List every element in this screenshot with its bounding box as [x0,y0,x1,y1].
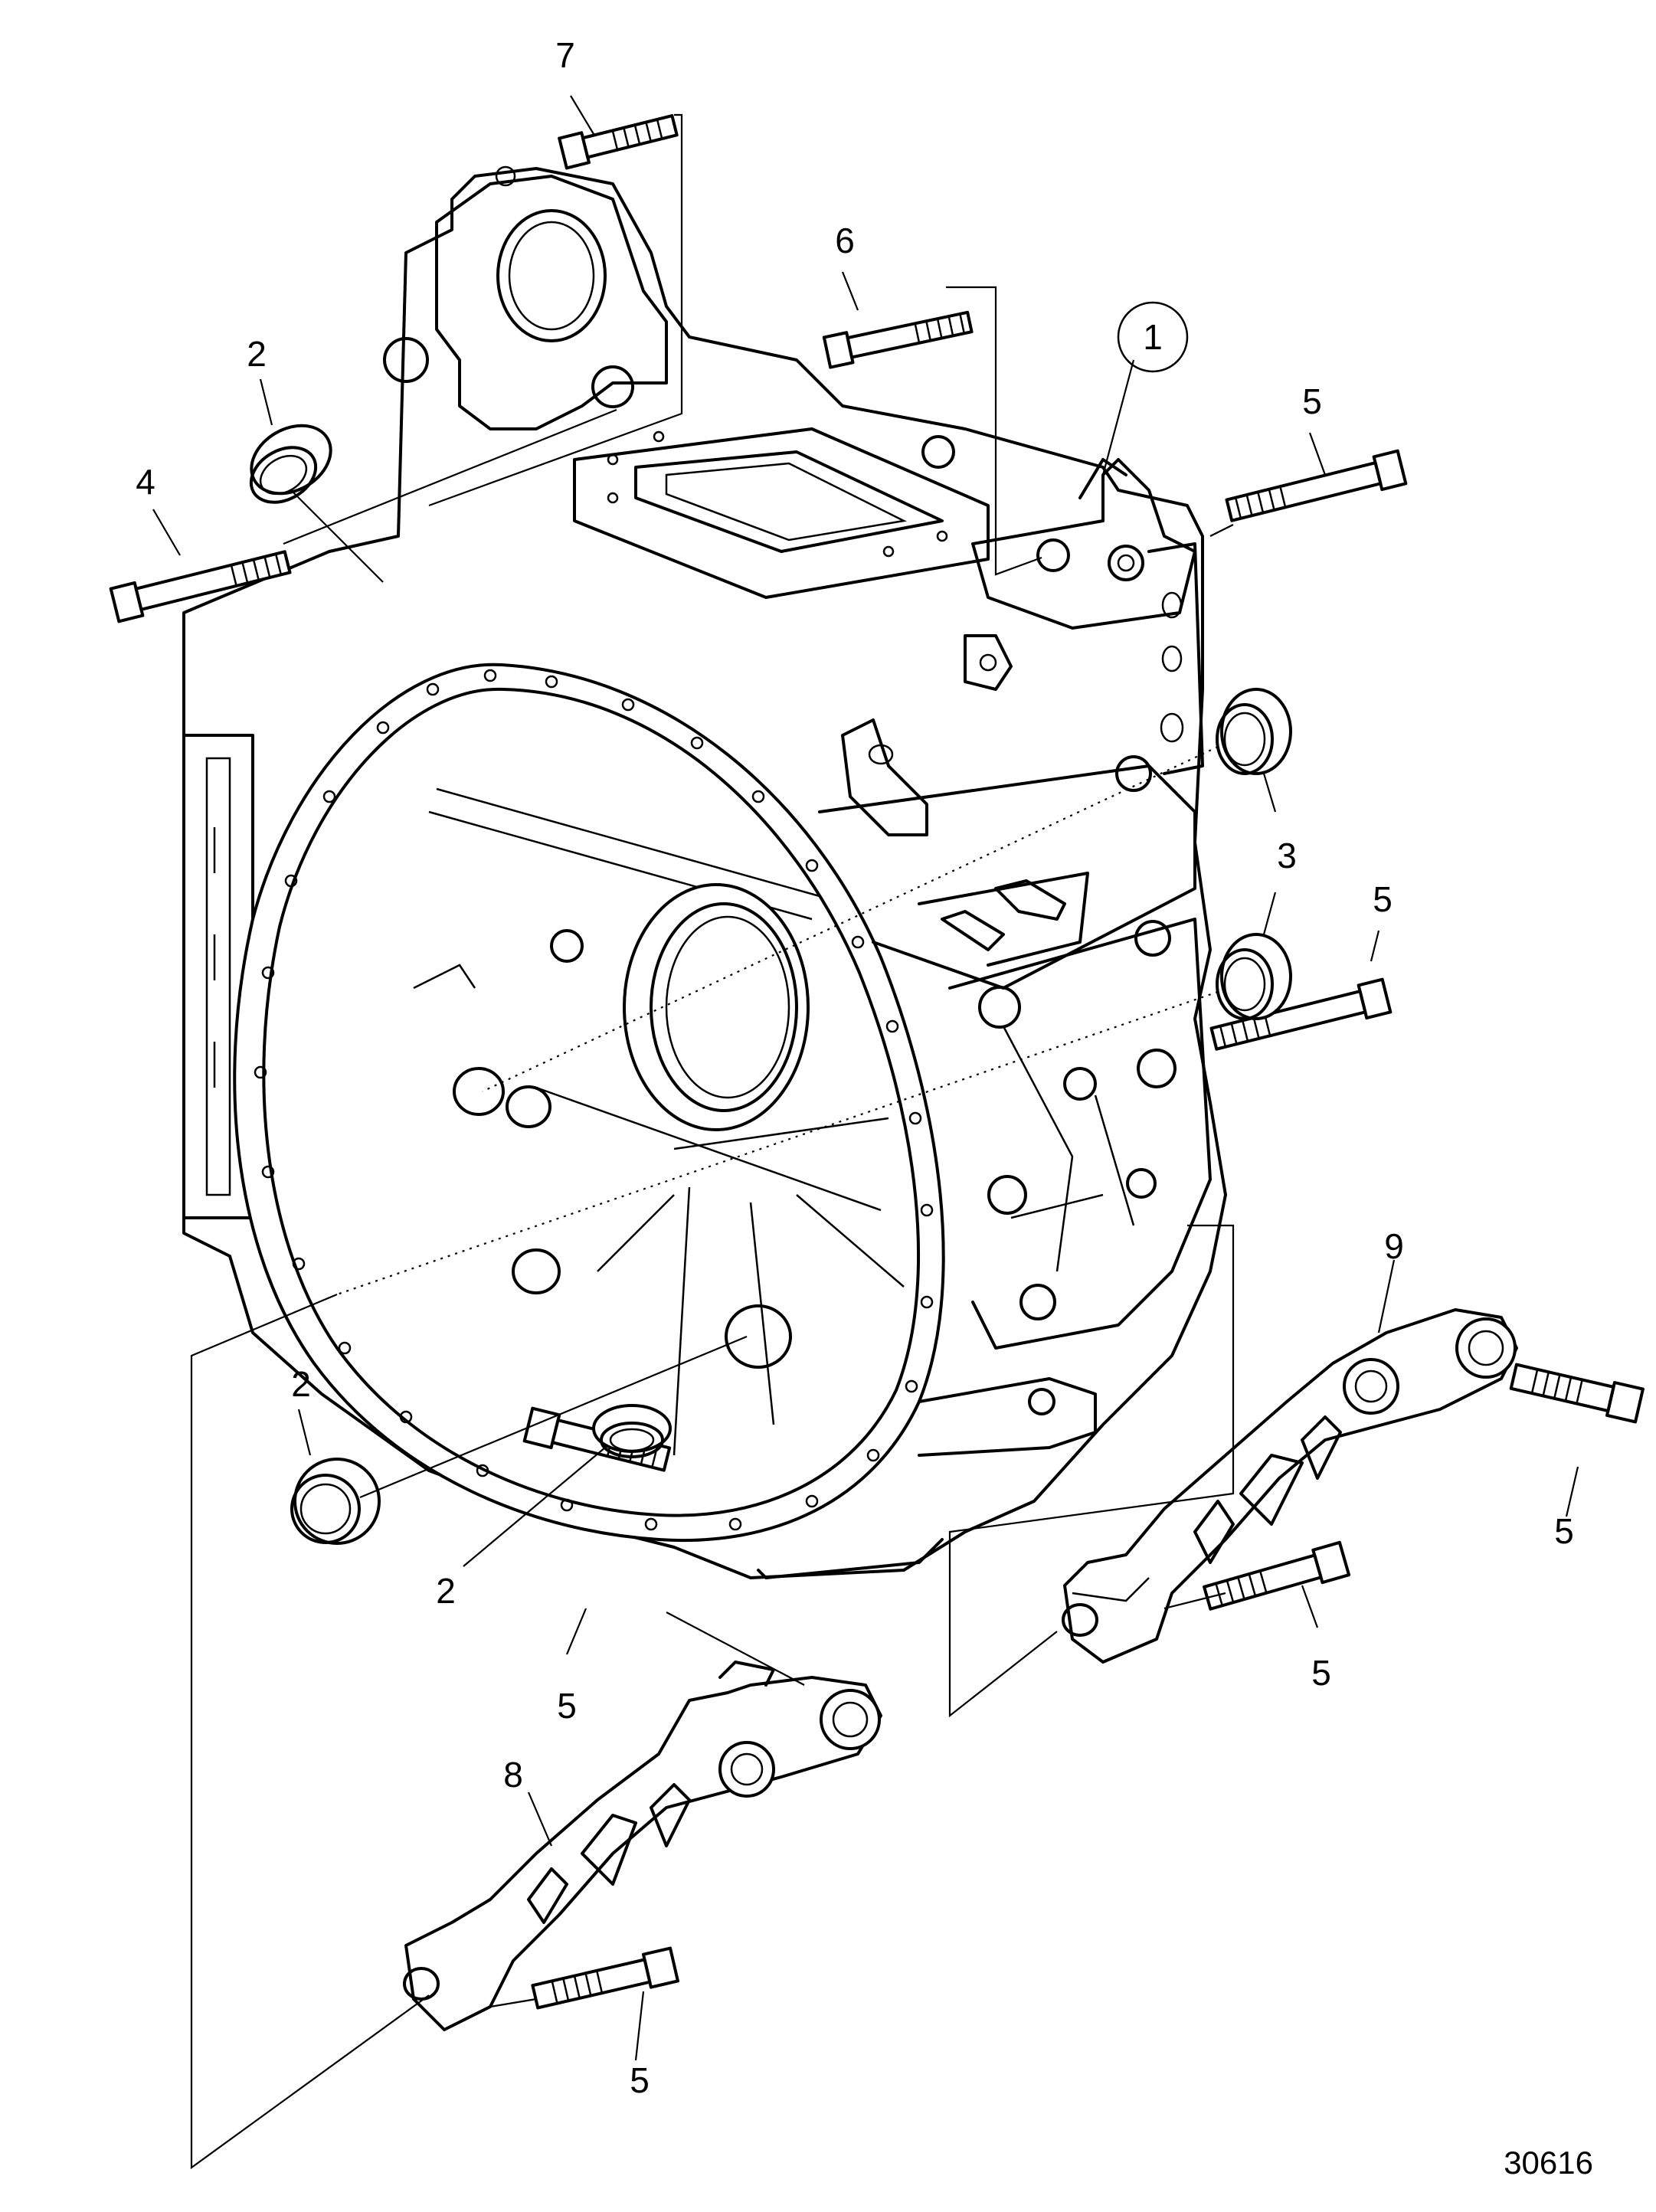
bolt-5-bracket9 [1203,1540,1351,1611]
callout-3: 3 [1277,836,1297,875]
callout-labels: 1 7 6 5 2 4 3 5 9 5 5 2 2 5 8 5 [136,35,1574,2100]
callout-5-bracket8: 5 [630,2060,650,2100]
figure-number: 30616 [1504,2145,1593,2181]
callout-7: 7 [555,35,575,75]
bolt-5-bracket8 [531,1946,679,2010]
bolt-5-top [1225,449,1408,522]
plug-2-left [290,1458,381,1545]
callout-5-left: 5 [557,1686,577,1726]
callout-4: 4 [136,462,155,502]
callout-2-top: 2 [247,334,267,374]
bolt-4 [109,550,292,623]
bracket-9 [1062,1308,1518,1664]
bolt-5-mid [1209,977,1393,1051]
bolt-5-right [1509,1363,1645,1424]
callout-1: 1 [1143,317,1163,357]
alignment-dotted-lines [336,746,1219,1296]
plug-2-top [249,424,332,504]
callout-5-top: 5 [1302,381,1322,421]
callout-8: 8 [503,1755,523,1795]
callout-2-left: 2 [291,1364,311,1404]
callout-5-bracket9: 5 [1311,1653,1331,1693]
leader-lines [152,95,1579,2170]
callout-5-right: 5 [1554,1511,1574,1551]
callout-6: 6 [835,221,855,260]
plug-3-top [1216,688,1292,775]
bolt-7 [558,114,679,170]
plug-2-bottom [592,1404,672,1458]
callout-1-circle [1117,301,1189,373]
bell-bolt-holes [254,669,934,1531]
bolt-6 [822,310,974,369]
callout-2-bottom: 2 [436,1571,456,1611]
callout-9: 9 [1384,1226,1404,1266]
plug-3-bottom [1216,933,1292,1020]
flywheel-housing [182,165,1227,1579]
callout-5-mid: 5 [1373,879,1393,919]
bracket-8 [403,1661,882,2031]
